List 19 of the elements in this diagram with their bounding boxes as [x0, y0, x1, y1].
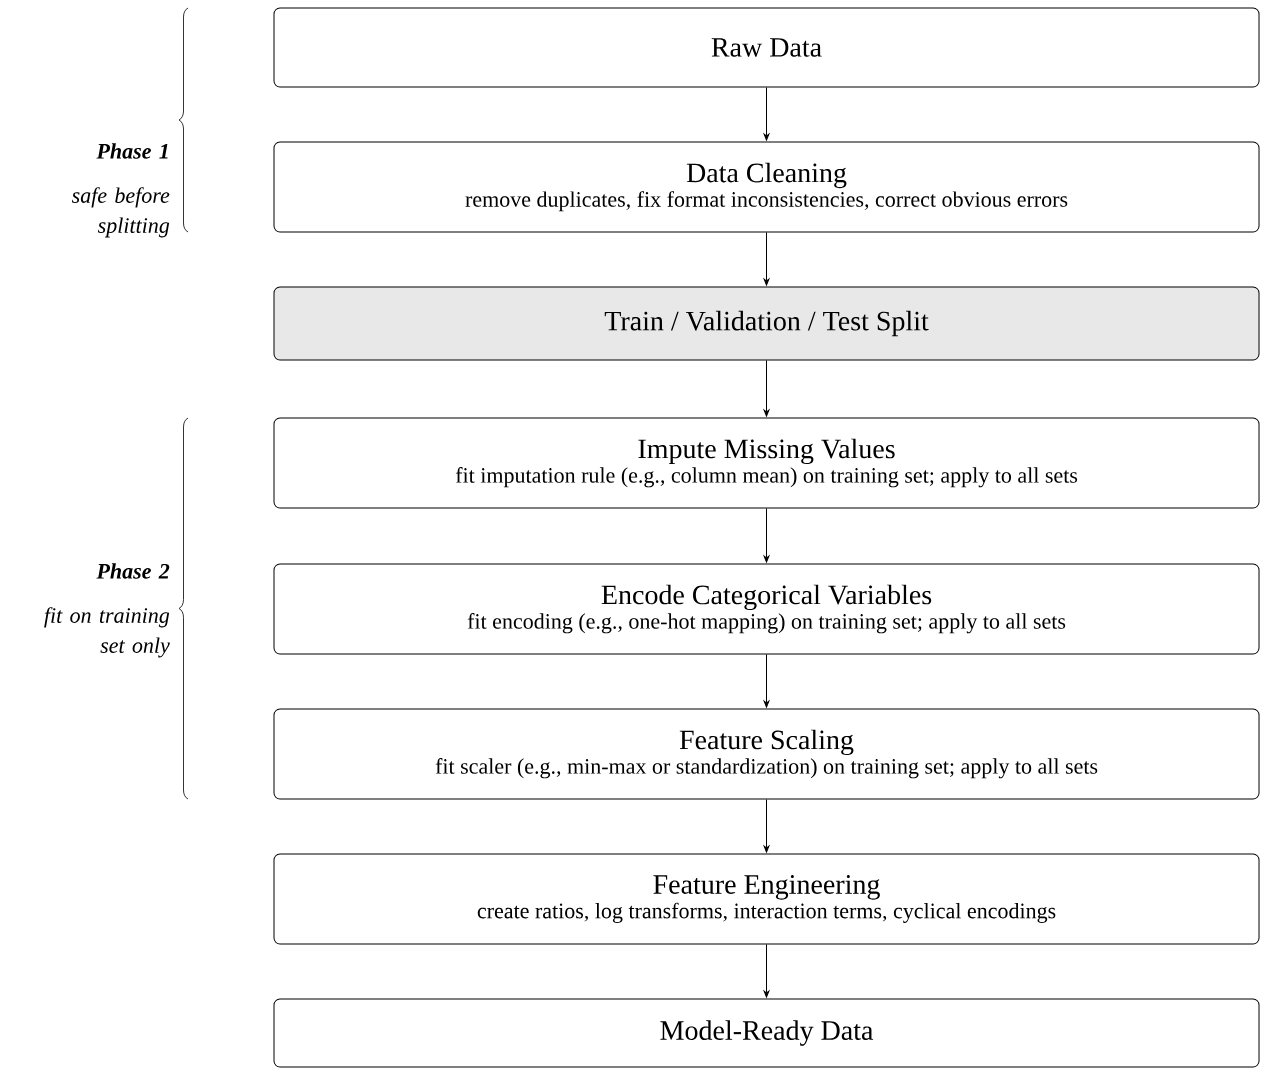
process-box: Encode Categorical Variables fit encoding (e.g., one-hot mapping) on training set; apply to all sets	[273, 563, 1260, 655]
arrow	[763, 654, 770, 708]
process-box: Model-Ready Data	[273, 998, 1260, 1068]
phase-description: safe before splitting	[71, 187, 170, 238]
arrow	[763, 87, 770, 141]
phase-title: Phase 1	[96, 143, 168, 159]
phase-description: fit on training set only	[44, 607, 170, 658]
process-box: Feature Scaling fit scaler (e.g., min-max or standardization) on training set; apply to all sets	[273, 708, 1260, 800]
arrow	[763, 508, 770, 563]
arrow	[763, 799, 770, 853]
process-box: Impute Missing Values fit imputation rule (e.g., column mean) on training set; apply to all sets	[273, 417, 1260, 509]
split-box: Train / Validation / Test Split	[273, 286, 1260, 361]
process-box: Raw Data	[273, 7, 1260, 88]
process-box: Data Cleaning remove duplicates, fix format inconsistencies, correct obvious errors	[273, 141, 1260, 233]
phase-title: Phase 2	[96, 563, 170, 579]
arrow	[763, 944, 770, 998]
process-box: Feature Engineering create ratios, log transforms, interaction terms, cyclical encodings	[273, 853, 1260, 945]
arrow	[763, 232, 770, 286]
arrow	[763, 360, 770, 417]
